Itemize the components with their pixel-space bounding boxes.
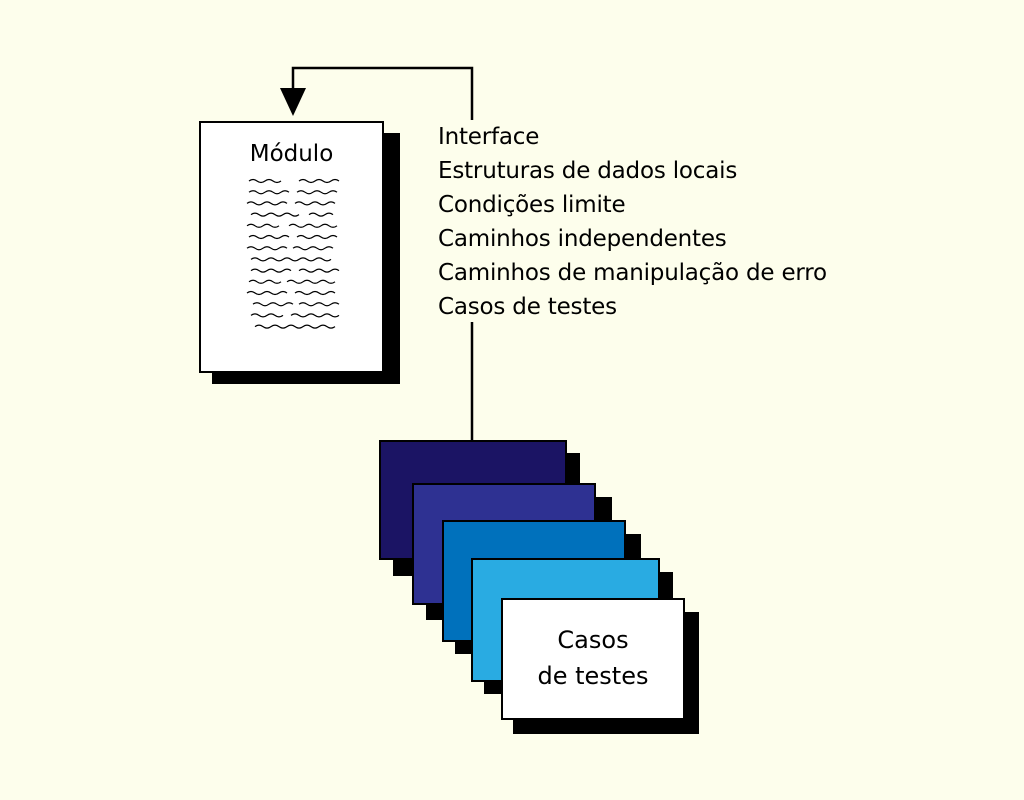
code-scribble-line (298, 302, 340, 307)
test-case-card-front: Casos de testes (501, 598, 685, 720)
code-scribble-line (286, 279, 336, 284)
code-scribble-line (250, 257, 332, 262)
code-scribble-line (294, 290, 336, 296)
code-scribble-line (254, 324, 336, 329)
module-title: Módulo (249, 141, 334, 167)
test-cases-label-line2: de testes (537, 662, 649, 690)
code-scribble-line (246, 201, 288, 206)
code-scribble-line (248, 190, 290, 195)
checklist-item: Caminhos de manipulação de erro (438, 260, 827, 286)
code-scribble-line (298, 178, 340, 184)
code-scribble-line (298, 268, 340, 273)
module-code-scribbles (246, 178, 340, 329)
test-cases-label-line1: Casos (557, 626, 629, 654)
checklist-item: Caminhos independentes (438, 226, 727, 252)
code-scribble-line (246, 246, 288, 251)
code-scribble-line (248, 178, 282, 184)
code-scribble-line (250, 313, 284, 318)
checklist-item: Estruturas de dados locais (438, 158, 738, 184)
arrow-head-icon (280, 88, 306, 116)
code-scribble-line (294, 201, 336, 206)
code-scribble-line (308, 212, 334, 217)
test-cases-label: Casos de testes (503, 622, 683, 694)
checklist-item: Casos de testes (438, 294, 617, 320)
code-scribble-line (290, 313, 340, 318)
code-scribble-line (296, 190, 338, 195)
feedback-arrow-line (291, 66, 474, 120)
code-scribble-line (248, 279, 282, 284)
code-scribble-line (246, 290, 288, 296)
checklist-item: Interface (438, 124, 540, 150)
checklist-item: Condições limite (438, 192, 626, 218)
code-scribble-line (248, 234, 290, 240)
code-scribble-line (252, 302, 294, 307)
module-document: Módulo (199, 121, 384, 373)
code-scribble-line (292, 246, 334, 251)
test-checklist: Interface Estruturas de dados locais Con… (438, 120, 827, 324)
code-scribble-line (288, 223, 338, 228)
code-scribble-line (250, 268, 292, 273)
code-scribble-line (296, 234, 338, 240)
code-scribble-line (250, 212, 300, 217)
code-scribble-line (246, 223, 280, 228)
